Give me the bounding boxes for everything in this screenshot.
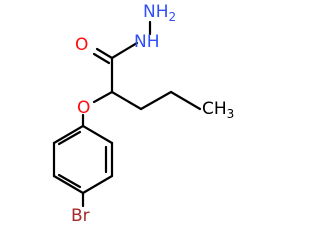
bond-c1-c2 bbox=[139, 90, 173, 111]
bond-c2-c3 bbox=[169, 90, 202, 111]
atom-nh: NH bbox=[134, 32, 160, 52]
bond-alpha-c1 bbox=[110, 90, 143, 111]
atom-bromine: Br bbox=[71, 206, 90, 226]
bond-carbonyl-o-2 bbox=[92, 52, 111, 65]
atom-labels: NH2 NH O O CH3 Br bbox=[71, 2, 234, 226]
chemical-structure: NH2 NH O O CH3 Br bbox=[52, 2, 234, 226]
bond-carbonyl-o-1 bbox=[95, 47, 114, 60]
bond-ring-4 bbox=[52, 174, 85, 195]
bond-ring-3 bbox=[81, 174, 114, 195]
atom-methyl: CH3 bbox=[202, 99, 234, 121]
bond-ring-inner-2 bbox=[57, 173, 82, 189]
atom-carbonyl-o: O bbox=[75, 35, 88, 55]
bond-alpha-ether-o bbox=[92, 90, 114, 104]
bond-ring-inner-3 bbox=[57, 130, 82, 146]
bonds bbox=[52, 20, 202, 208]
bond-ring-6 bbox=[52, 124, 85, 145]
atom-methyl-subscript: 3 bbox=[227, 107, 235, 121]
bond-ring-1 bbox=[81, 124, 114, 145]
atom-methyl-symbol: CH bbox=[202, 99, 227, 119]
bond-carbonyl-nh bbox=[110, 41, 139, 60]
atom-ether-o: O bbox=[77, 98, 90, 118]
atom-nh2-subscript: 2 bbox=[169, 10, 177, 24]
atom-nh2: NH2 bbox=[143, 2, 176, 24]
atom-nh2-symbol: NH bbox=[143, 2, 169, 22]
